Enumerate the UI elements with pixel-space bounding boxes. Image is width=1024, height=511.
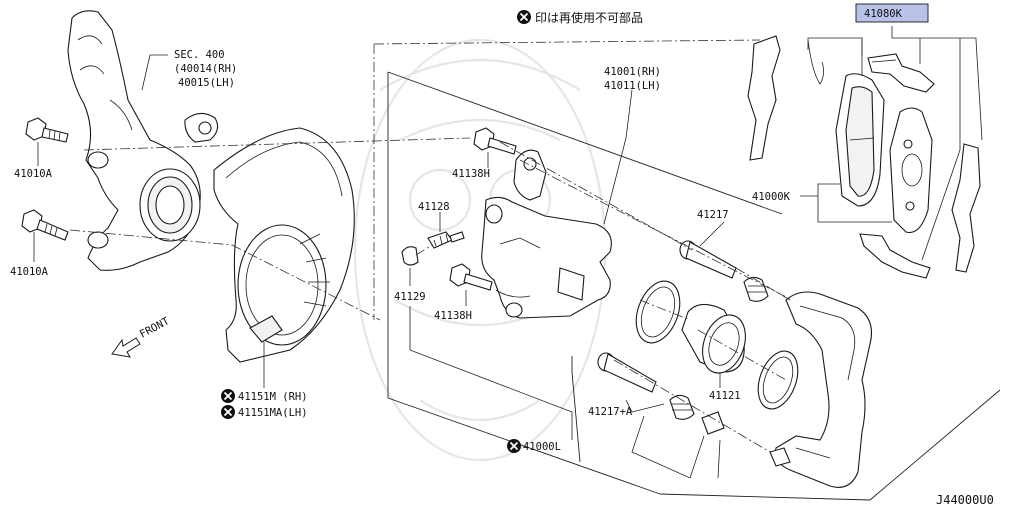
label-41010a-lower: 41010A <box>10 266 49 278</box>
piston-boot <box>757 350 799 410</box>
assembly-frame <box>387 71 1001 501</box>
label-caliper-rh: 41001(RH) <box>604 66 661 78</box>
bleeder-cap <box>401 246 419 266</box>
shim-inner <box>951 143 981 273</box>
center-lines <box>69 39 793 453</box>
label-41129: 41129 <box>394 291 426 303</box>
steering-knuckle <box>67 10 219 271</box>
notice-text: 印は再使用不可部品 <box>535 10 643 25</box>
front-indicator: FRONT <box>111 315 172 358</box>
piston-seal <box>635 280 681 344</box>
front-arrow-icon <box>111 337 141 358</box>
baffle-plate <box>213 127 355 363</box>
notice: 印は再使用不可部品 <box>517 10 643 25</box>
piston <box>681 303 746 374</box>
caliper-bolt-upper <box>473 127 517 155</box>
pad-inner <box>835 73 885 207</box>
pad-kit-highlight <box>855 3 929 23</box>
leader-lines <box>33 26 983 479</box>
label-41010a-upper: 41010A <box>14 168 53 180</box>
label-41080k: 41080K <box>864 8 903 20</box>
guide-pin-lower <box>597 352 657 393</box>
label-41151ma: 41151MA(LH) <box>238 407 308 419</box>
knuckle-bolt-upper <box>25 117 69 143</box>
pad-clip-lower <box>859 233 931 279</box>
label-41121: 41121 <box>709 390 741 402</box>
label-41128: 41128 <box>418 201 450 213</box>
pad-wear-indicator <box>807 39 824 85</box>
shim-outer <box>747 35 781 161</box>
pin-boot-upper <box>743 276 769 302</box>
label-sec400-rh: (40014(RH) <box>174 63 237 75</box>
diagram-code: J44000U0 <box>936 493 994 507</box>
pad-clip-upper <box>867 53 935 93</box>
label-sec400: SEC. 400 <box>174 49 225 61</box>
label-sec400-lh: 40015(LH) <box>178 77 235 89</box>
label-41217: 41217 <box>697 209 729 221</box>
label-41000l: 41000L <box>523 441 561 453</box>
bleeder-screw <box>427 231 465 249</box>
caliper-bolt-lower <box>449 263 493 291</box>
torque-member <box>769 291 873 488</box>
label-41138h-lower: 41138H <box>434 310 472 322</box>
label-caliper-lh: 41011(LH) <box>604 80 661 92</box>
label-41000k: 41000K <box>752 191 791 203</box>
label-41151m: 41151M (RH) <box>238 391 308 403</box>
knuckle-bolt-lower <box>21 209 69 241</box>
pin-boot-lower <box>669 394 695 420</box>
label-41217a: 41217+A <box>588 406 633 418</box>
part-labels: SEC. 400 (40014(RH) 40015(LH) 41010A 410… <box>10 3 929 453</box>
pin-bushing <box>701 411 725 435</box>
front-label: FRONT <box>138 315 172 341</box>
pad-outer <box>889 107 933 234</box>
caliper-body <box>481 149 612 319</box>
label-41138h-upper: 41138H <box>452 168 490 180</box>
